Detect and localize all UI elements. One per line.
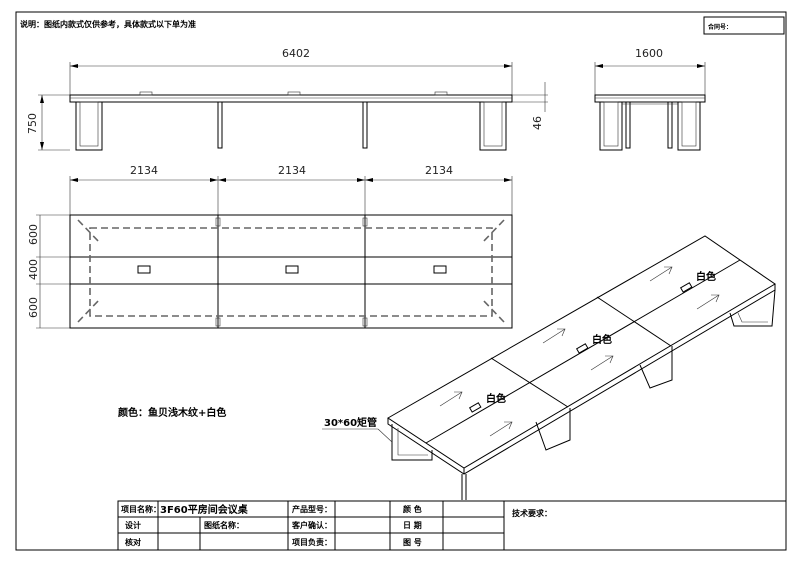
dim-row2: 400 [27,259,40,280]
contract-no-label: 合同号： [708,23,732,31]
dim-row3: 600 [27,297,40,318]
top-view: 2134 2134 2134 600 400 600 [27,164,513,329]
color-label: 颜 色 [403,504,422,514]
header-note: 说明：图纸内款式仅供参考，具体款式以下单为准 [20,19,196,29]
color-label-1: 白色 [486,392,506,405]
sheet-border [15,11,787,551]
contract-no-box [703,16,785,35]
front-view: 6402 750 46 [26,47,548,151]
drawing-name-label: 图纸名称： [204,520,244,530]
dim-row1: 600 [27,224,40,245]
dim-height: 750 [26,113,39,134]
design-label: 设计 [125,520,141,530]
project-name-label: 项目名称： [121,504,161,514]
customer-confirm-label: 客户确认： [291,520,332,530]
dim-width: 1600 [635,47,663,60]
title-block [117,500,787,551]
color-label-3: 白色 [696,270,716,283]
dim-seg2: 2134 [278,164,306,177]
iso-view: 白色 白色 白色 30*60矩管 [322,235,776,500]
project-lead-label: 项目负责： [292,537,332,547]
check-label: 核对 [125,537,141,547]
date-label: 日 期 [403,520,422,530]
tech-req-label: 技术要求： [512,508,552,518]
tube-label: 30*60矩管 [324,416,377,429]
project-name-value: 3F60平房间会议桌 [160,503,248,516]
dim-seg3: 2134 [425,164,453,177]
dim-length: 6402 [282,47,310,60]
dim-seg1: 2134 [130,164,158,177]
product-model-label: 产品型号： [292,504,332,514]
color-label-2: 白色 [592,333,612,346]
side-view: 1600 [594,47,706,151]
drawing-no-label: 图 号 [403,538,422,547]
color-note: 颜色：鱼贝浅木纹+白色 [118,406,226,419]
dim-gap: 46 [531,116,544,130]
